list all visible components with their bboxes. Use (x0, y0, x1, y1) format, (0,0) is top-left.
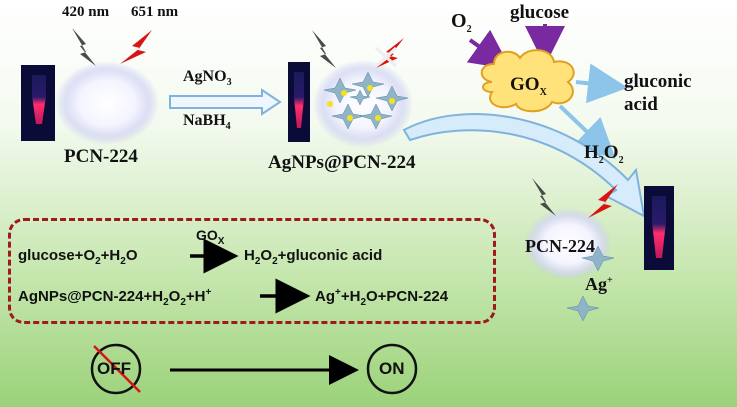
gox-label: GOX (510, 74, 547, 98)
reagent-nabh4: NaBH4 (183, 112, 231, 133)
ag-ion-stars (566, 245, 615, 322)
h2o2-arrow (558, 104, 616, 160)
equation-2-products: Ag++H2O+PCN-224 (315, 287, 449, 308)
pcn224-label: PCN-224 (64, 146, 138, 167)
pcn224-particle (55, 61, 159, 145)
lightning-red-icon (120, 30, 152, 64)
equation-1-products: H2O2+gluconic acid (244, 247, 383, 267)
gox-cloud (480, 49, 575, 113)
equation-1-catalyst: GOX (196, 227, 225, 247)
lightning-red-icon-3 (588, 184, 618, 218)
lightning-gray-icon-2 (312, 30, 336, 68)
ag-ion-label: Ag+ (585, 274, 613, 294)
wavelength-651-label: 651 nm (131, 4, 179, 20)
vial-middle (288, 62, 310, 142)
agnps-label: AgNPs@PCN-224 (268, 152, 416, 173)
on-indicator (366, 343, 418, 395)
equation-1-reactants: glucose+O2+H2O (18, 247, 138, 267)
lightning-gray-icon (72, 28, 96, 66)
wavelength-420-label: 420 nm (62, 4, 110, 20)
off-indicator (90, 343, 142, 395)
reaction-arrow (169, 88, 282, 116)
equations-box (8, 218, 496, 324)
h2o2-label: H2O2 (584, 142, 624, 166)
pcn224-label-right: PCN-224 (525, 236, 595, 256)
o2-arrow (466, 29, 512, 70)
agnps-dots (327, 85, 395, 121)
equation-2-reactants: AgNPs@PCN-224+H2O2+H+ (18, 287, 212, 308)
gluconic-arrow (575, 63, 628, 104)
reagent-agno3: AgNO3 (183, 68, 232, 89)
lightning-gray-icon-3 (532, 178, 556, 216)
vial-right (644, 186, 674, 270)
on-label: ON (379, 359, 405, 378)
o2-label: O2 (451, 10, 472, 35)
off-label: OFF (97, 359, 131, 378)
pcn224-particle-right (524, 208, 612, 280)
lightning-red-blocked-icon (374, 38, 404, 68)
glucose-label: glucose (510, 2, 570, 23)
vial-left (21, 65, 55, 141)
